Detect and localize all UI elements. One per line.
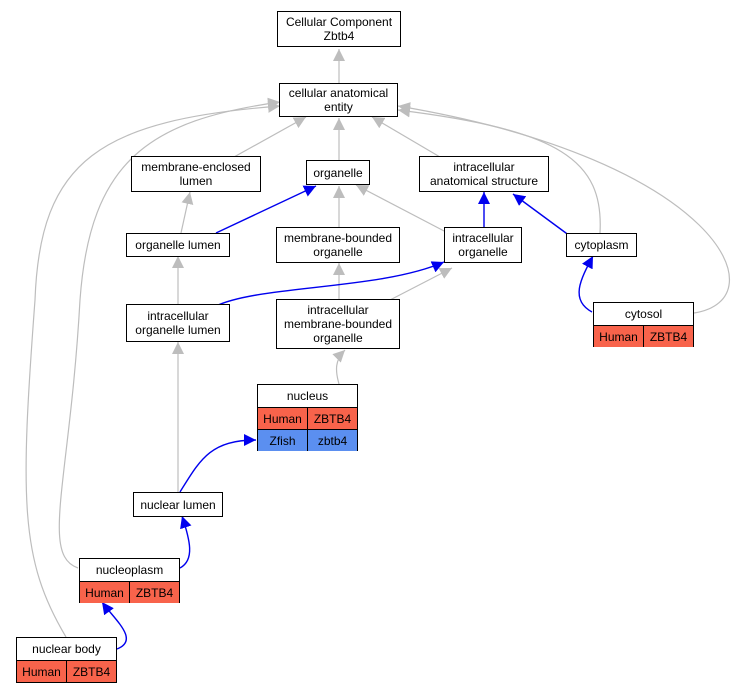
- node-nucleoplasm[interactable]: nucleoplasm Human ZBTB4: [79, 558, 180, 603]
- annotation-row-human: Human ZBTB4: [17, 660, 116, 682]
- node-label-line: cellular anatomical: [288, 86, 389, 100]
- annotation-row-human: Human ZBTB4: [80, 581, 179, 603]
- node-label-line: intracellular: [147, 309, 209, 323]
- edge-nucleoplasm-to-entity: [58, 97, 281, 569]
- edge-nuclear-lumen-to-nucleus: [179, 434, 257, 493]
- node-label-line: intracellular: [452, 231, 514, 245]
- node-label-line: Cellular Component: [285, 15, 393, 29]
- node-label: nuclear lumen: [140, 497, 216, 512]
- edge-nucleus-to-intracellular-mbo: [332, 349, 346, 385]
- node-label-line: anatomical structure: [429, 174, 539, 188]
- species-cell[interactable]: Human: [258, 408, 307, 429]
- node-label: cytoplasm: [574, 238, 629, 252]
- node-label-line: intracellular: [307, 303, 369, 317]
- gene-cell[interactable]: ZBTB4: [129, 582, 179, 603]
- edge-intracellular-mbo-to-intracellular-organelle: [389, 267, 453, 301]
- node-nucleus[interactable]: nucleus Human ZBTB4 Zfish zbtb4: [257, 384, 358, 451]
- node-organelle[interactable]: organelle: [306, 160, 370, 185]
- node-label-line: lumen: [179, 174, 213, 188]
- gene-cell[interactable]: ZBTB4: [66, 661, 116, 682]
- edge-nuclear-body-to-entity: [25, 100, 281, 638]
- edge-nuclear-body-to-nucleoplasm: [101, 601, 127, 650]
- annotation-row-human: Human ZBTB4: [594, 325, 693, 347]
- node-label-line: Zbtb4: [323, 29, 355, 43]
- edge-intracellular-organelle-lumen-to-intracellular-organelle: [215, 261, 445, 307]
- species-cell[interactable]: Human: [594, 326, 643, 347]
- edge-nucleoplasm-to-nuclear-lumen: [179, 515, 192, 569]
- node-organelle-lumen[interactable]: organelle lumen: [126, 233, 230, 257]
- species-cell[interactable]: Zfish: [258, 430, 307, 451]
- annotation-row-human: Human ZBTB4: [258, 407, 357, 429]
- gene-cell[interactable]: zbtb4: [307, 430, 357, 451]
- edge-organelle-lumen-to-organelle: [215, 185, 317, 234]
- node-label: organelle lumen: [135, 238, 221, 252]
- gene-cell[interactable]: ZBTB4: [643, 326, 693, 347]
- node-title: nucleoplasm: [80, 559, 179, 581]
- node-label-line: organelle: [313, 245, 363, 259]
- node-title: cytosol: [594, 303, 693, 325]
- node-title: nucleus: [258, 385, 357, 407]
- node-nuclear-body[interactable]: nuclear body Human ZBTB4: [16, 637, 117, 683]
- node-label: organelle: [313, 165, 363, 180]
- edge-membrane-enclosed-lumen-to-entity: [233, 116, 307, 158]
- node-label-line: membrane-bounded: [283, 231, 393, 245]
- species-cell[interactable]: Human: [80, 582, 129, 603]
- edge-cytoplasm-to-entity: [397, 105, 601, 234]
- node-nuclear-lumen[interactable]: nuclear lumen: [133, 492, 223, 517]
- node-label-line: organelle: [458, 245, 508, 259]
- annotation-row-zfish: Zfish zbtb4: [258, 429, 357, 451]
- edge-intracellular-organelle-to-organelle: [355, 184, 447, 233]
- edge-intracellular-structure-to-entity: [371, 116, 441, 158]
- edge-organelle-lumen-to-membrane-enclosed-lumen: [180, 191, 194, 234]
- node-label-line: entity: [324, 100, 353, 114]
- edge-cytoplasm-to-intracellular-structure: [512, 193, 571, 237]
- gene-cell[interactable]: ZBTB4: [307, 408, 357, 429]
- node-label-line: membrane-bounded: [283, 317, 393, 331]
- node-title: nuclear body: [17, 638, 116, 660]
- node-cytoplasm[interactable]: cytoplasm: [566, 233, 637, 257]
- node-cytosol[interactable]: cytosol Human ZBTB4: [593, 302, 694, 347]
- node-label-line: membrane-enclosed: [141, 160, 251, 174]
- edge-cytosol-to-cytoplasm: [578, 255, 594, 313]
- species-cell[interactable]: Human: [17, 661, 66, 682]
- edge-cytosol-to-entity: [397, 102, 730, 314]
- node-label-line: organelle lumen: [135, 323, 221, 337]
- node-label-line: organelle: [313, 331, 363, 345]
- node-label-line: intracellular: [453, 160, 515, 174]
